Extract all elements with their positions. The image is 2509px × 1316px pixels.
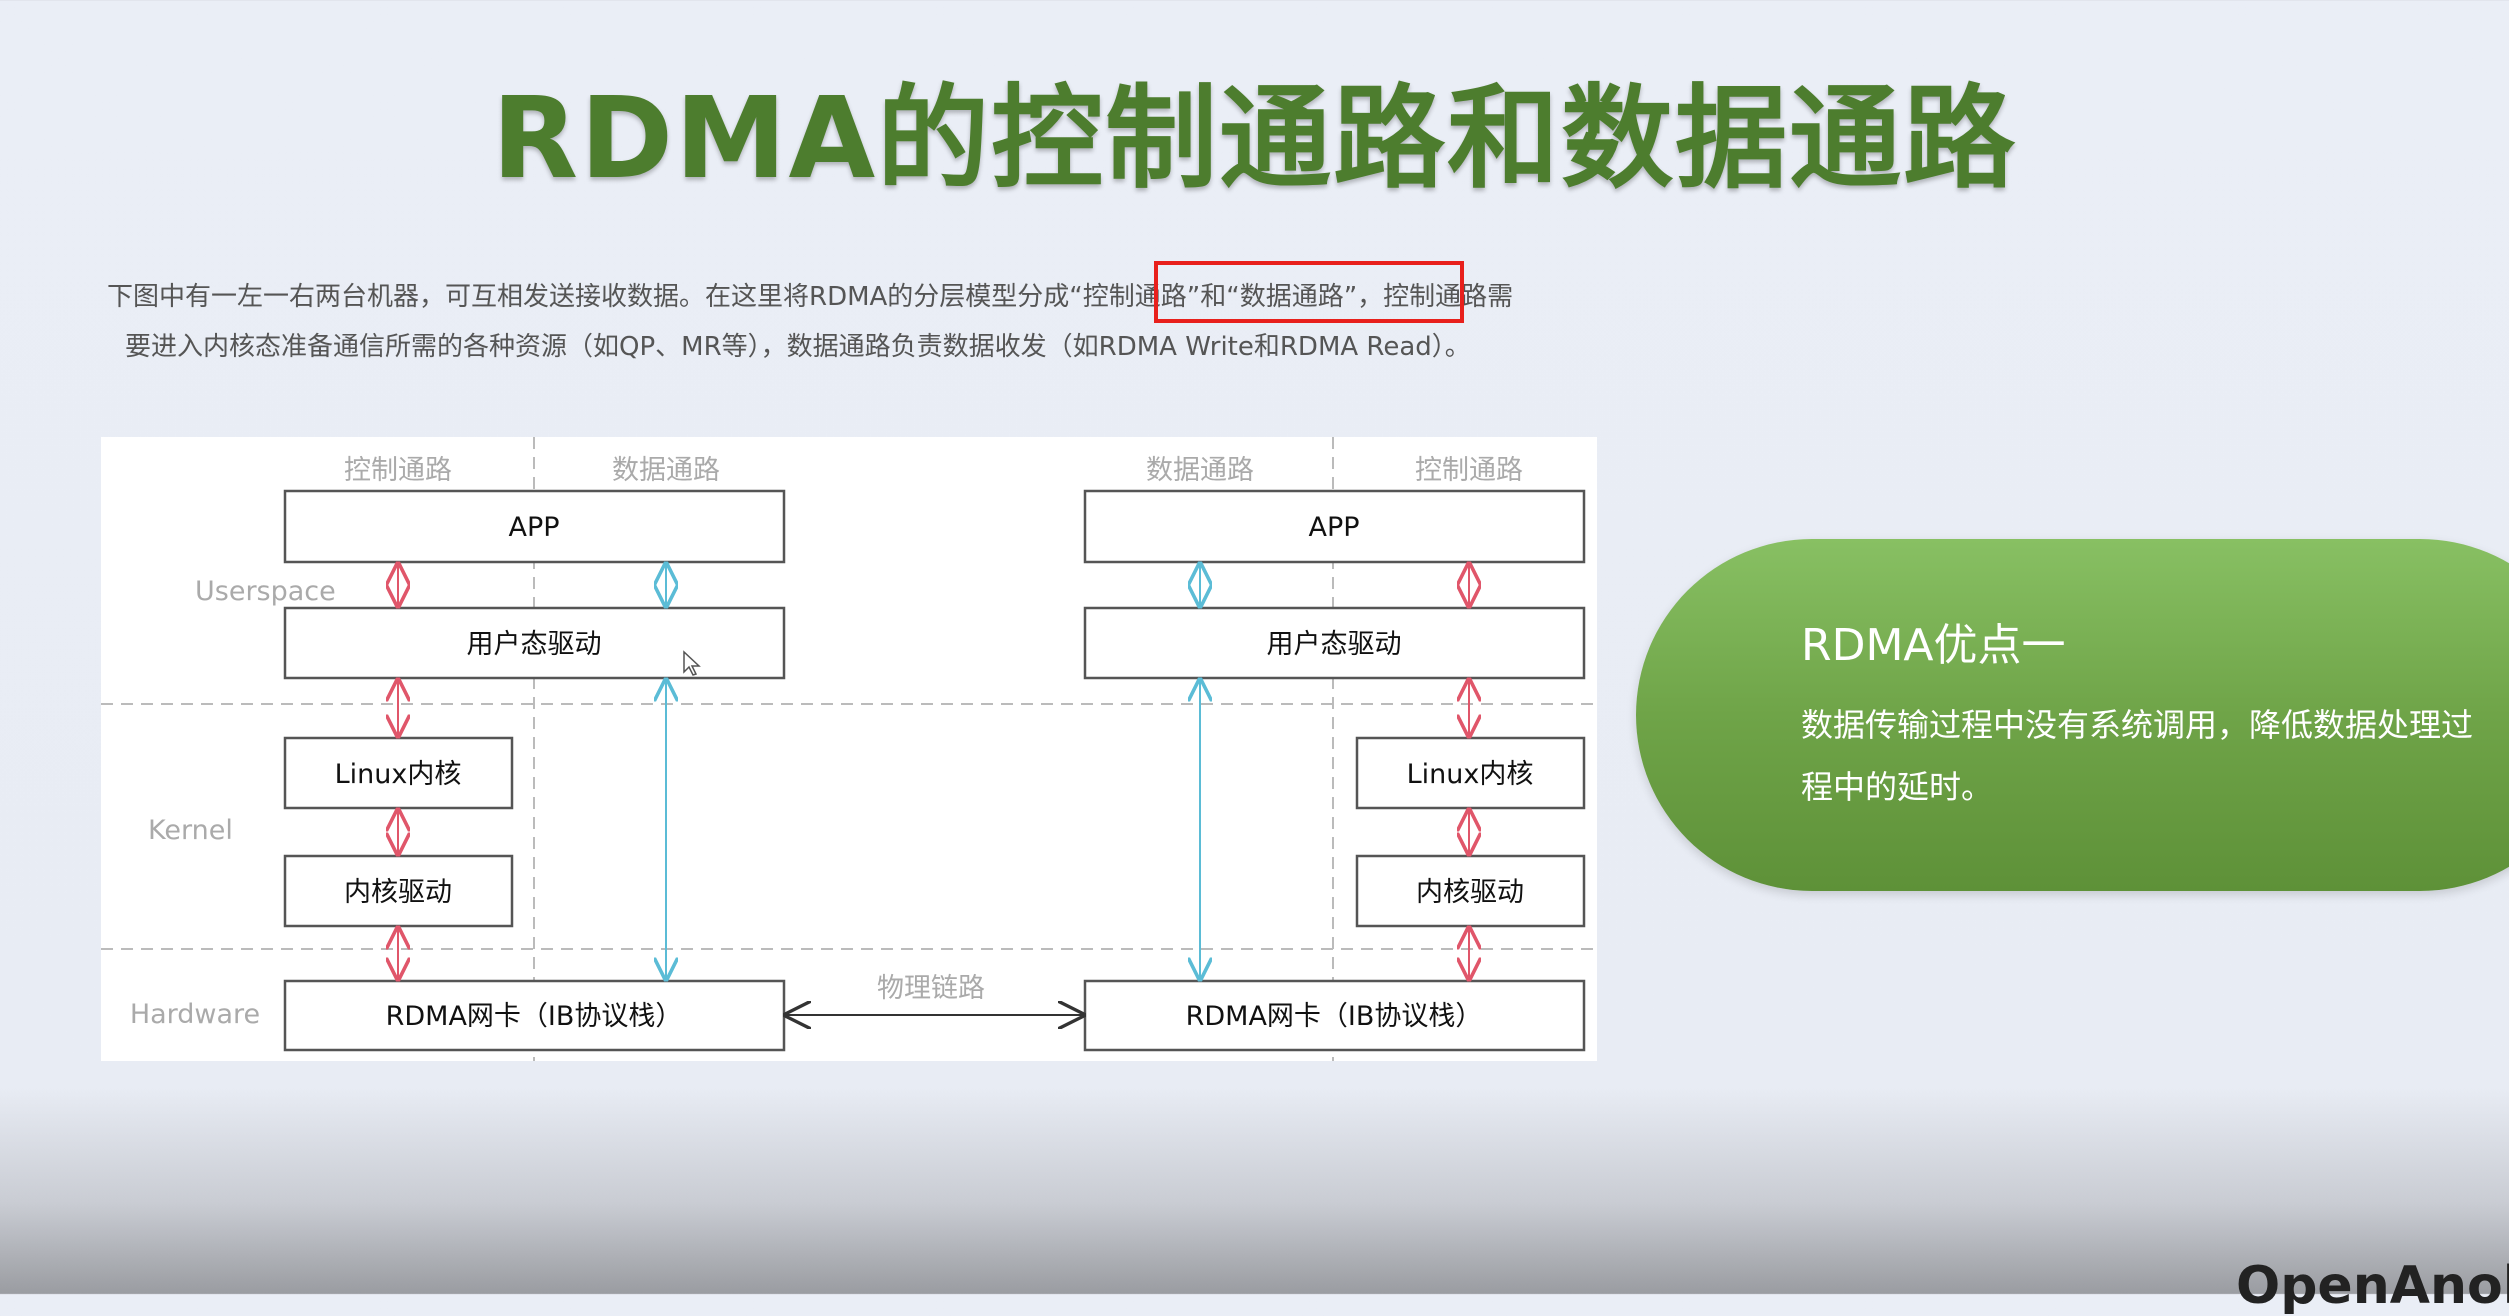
layer-label-kernel: Kernel	[148, 815, 233, 846]
left-kernel-driver-box	[283, 854, 514, 928]
intro-line-2: 要进入内核态准备通信所需的各种资源（如QP、MR等），数据通路负责数据收发（如R…	[125, 332, 1471, 362]
right-column-data: 数据通路	[1146, 455, 1254, 486]
physical-link-label: 物理链路	[877, 973, 985, 1004]
left-app-label: APP	[508, 512, 559, 543]
right-kernel-driver-box	[1355, 854, 1586, 928]
left-nic-box	[283, 979, 786, 1052]
left-linux-kernel-label: Linux内核	[335, 759, 462, 790]
layer-label-userspace: Userspace	[195, 576, 336, 607]
left-app-box	[283, 489, 786, 564]
right-linux-kernel-label: Linux内核	[1407, 759, 1534, 790]
openanolis-logo: OpenAnolis	[2236, 1256, 2509, 1316]
right-nic-label: RDMA网卡（IB协议栈）	[1186, 1001, 1483, 1032]
data-path-arrows	[666, 564, 1200, 979]
left-user-driver-label: 用户态驱动	[467, 629, 602, 660]
layer-label-hardware: Hardware	[130, 999, 260, 1030]
callout-body: 数据传输过程中没有系统调用，降低数据处理过程中的延时。	[1801, 706, 2474, 806]
right-app-box	[1083, 489, 1586, 564]
right-app-label: APP	[1308, 512, 1359, 543]
right-kernel-driver-label: 内核驱动	[1416, 877, 1524, 908]
left-nic-label: RDMA网卡（IB协议栈）	[386, 1001, 683, 1032]
intro-paragraph: 下图中有一左一右两台机器，可互相发送接收数据。在这里将RDMA的分层模型分成“控…	[107, 272, 1667, 372]
left-user-driver-box	[283, 606, 786, 680]
left-column-data: 数据通路	[612, 455, 720, 486]
slide-title: RDMA的控制通路和数据通路	[491, 74, 2018, 204]
right-user-driver-box	[1083, 606, 1586, 680]
rdma-diagram: Userspace Kernel Hardware 控制通路 数据通路 数据通路…	[101, 437, 1597, 1061]
right-column-control: 控制通路	[1415, 455, 1523, 486]
callout-title: RDMA优点一	[1801, 620, 2066, 671]
right-user-driver-label: 用户态驱动	[1267, 629, 1402, 660]
mouse-cursor-icon	[683, 650, 701, 676]
advantage-callout: RDMA优点一 数据传输过程中没有系统调用，降低数据处理过程中的延时。	[1636, 539, 2509, 891]
highlight-box	[1154, 261, 1464, 323]
control-path-arrows	[398, 564, 1469, 979]
intro-line-1: 下图中有一左一右两台机器，可互相发送接收数据。在这里将RDMA的分层模型分成“控…	[107, 282, 1514, 312]
left-column-control: 控制通路	[344, 455, 452, 486]
left-kernel-driver-label: 内核驱动	[344, 877, 452, 908]
